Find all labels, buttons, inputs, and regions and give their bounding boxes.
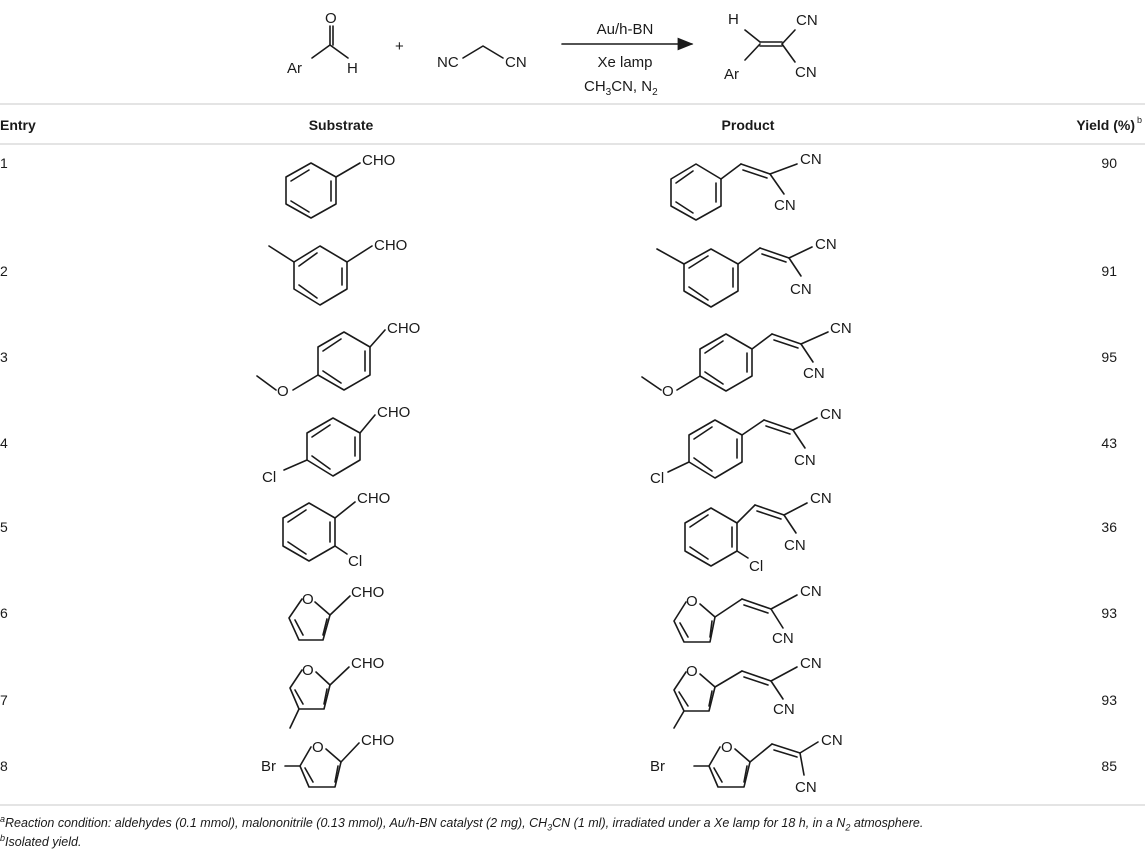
product-structure: O CN CN — [641, 320, 852, 400]
cl-label: Cl — [262, 469, 276, 486]
cl-label: Cl — [348, 553, 362, 570]
cn-label: CN — [820, 406, 842, 423]
cho-label: CHO — [351, 584, 384, 601]
cn-label: CN — [784, 537, 806, 554]
cn-label: CN — [830, 320, 852, 337]
entry-number: 5 — [0, 519, 8, 535]
header-product: Product — [722, 117, 775, 133]
o-label: O — [277, 383, 289, 400]
solvent-label: CH3CN, N2 — [584, 78, 658, 98]
br-label: Br — [261, 758, 276, 775]
cn-label: CN — [794, 452, 816, 469]
header-substrate: Substrate — [309, 117, 374, 133]
aldehyde-h-label: H — [347, 60, 358, 77]
cho-label: CHO — [362, 152, 395, 169]
cn-label: CN — [795, 779, 817, 796]
yield-value: 95 — [1101, 349, 1117, 365]
substrate-structure: O CHO — [288, 584, 384, 641]
entry-number: 6 — [0, 605, 8, 621]
cn-label: CN — [790, 281, 812, 298]
yield-value: 85 — [1101, 758, 1117, 774]
entry-number: 8 — [0, 758, 8, 774]
cn-label: CN — [774, 197, 796, 214]
header-yield: Yield (%) — [1076, 117, 1135, 133]
o-label: O — [686, 663, 698, 680]
o-label: O — [686, 593, 698, 610]
product-structures: CN CN CN CN — [641, 151, 852, 796]
product-cn1-label: CN — [796, 12, 818, 29]
entry-number: 7 — [0, 692, 8, 708]
yield-value: 91 — [1101, 263, 1117, 279]
product-structure: CN CN — [670, 151, 822, 221]
catalyst-label: Au/h-BN — [597, 21, 654, 38]
cn-label: CN — [800, 583, 822, 600]
entry-number: 2 — [0, 263, 8, 279]
cho-label: CHO — [361, 732, 394, 749]
yield-value: 93 — [1101, 692, 1117, 708]
product-structure: Cl CN CN — [650, 406, 842, 487]
product-h-label: H — [728, 11, 739, 28]
header-entry: Entry — [0, 117, 36, 133]
malono-nc-label: NC — [437, 54, 459, 71]
entry-number: 1 — [0, 155, 8, 171]
generic-product: H CN CN Ar — [724, 11, 818, 83]
product-structure: Br O CN CN — [650, 732, 843, 796]
lamp-label: Xe lamp — [597, 54, 652, 71]
cho-label: CHO — [387, 320, 420, 337]
br-label: Br — [650, 758, 665, 775]
substrate-structure: Cl CHO — [262, 404, 410, 486]
cn-label: CN — [803, 365, 825, 382]
product-ar-label: Ar — [724, 66, 739, 83]
cho-label: CHO — [374, 237, 407, 254]
cho-label: CHO — [357, 490, 390, 507]
entry-number: 4 — [0, 435, 8, 451]
entry-column: 1 2 3 4 5 6 7 8 — [0, 155, 8, 774]
cho-label: CHO — [351, 655, 384, 672]
product-structure: Cl CN CN — [684, 490, 832, 575]
cn-label: CN — [772, 630, 794, 647]
yield-column: 90 91 95 43 36 93 93 85 — [1101, 155, 1117, 774]
aldehyde-o-label: O — [325, 10, 337, 27]
footnote-b: bIsolated yield. — [0, 833, 82, 850]
entry-number: 3 — [0, 349, 8, 365]
substrate-structure: O CHO — [256, 320, 420, 400]
cho-label: CHO — [377, 404, 410, 421]
aldehyde-reactant: O Ar H — [287, 10, 358, 77]
aldehyde-ar-label: Ar — [287, 60, 302, 77]
o-label: O — [721, 739, 733, 756]
cl-label: Cl — [650, 470, 664, 487]
substrate-structures: CHO CHO O CHO — [256, 152, 420, 788]
o-label: O — [662, 383, 674, 400]
yield-value: 93 — [1101, 605, 1117, 621]
cn-label: CN — [773, 701, 795, 718]
o-label: O — [312, 739, 324, 756]
product-structure: O CN CN — [673, 583, 822, 647]
o-label: O — [302, 591, 314, 608]
yield-value: 36 — [1101, 519, 1117, 535]
footnote-a: aReaction condition: aldehydes (0.1 mmol… — [0, 814, 924, 833]
product-cn2-label: CN — [795, 64, 817, 81]
substrate-structure: O CHO — [289, 655, 384, 729]
o-label: O — [302, 662, 314, 679]
substrate-structure: Br O CHO — [261, 732, 394, 788]
cn-label: CN — [815, 236, 837, 253]
substrate-structure: CHO — [285, 152, 395, 219]
malono-cn-label: CN — [505, 54, 527, 71]
cn-label: CN — [800, 655, 822, 672]
substrate-structure: Cl CHO — [282, 490, 390, 570]
header-yield-sup: b — [1137, 115, 1142, 125]
cl-label: Cl — [749, 558, 763, 575]
product-structure: CN CN — [656, 236, 837, 308]
substrate-structure: CHO — [268, 237, 407, 306]
malononitrile-reactant: NC CN — [437, 45, 527, 71]
product-structure: O CN CN — [673, 655, 822, 729]
cn-label: CN — [810, 490, 832, 507]
cn-label: CN — [800, 151, 822, 168]
reaction-scheme: O Ar H + NC CN Au/h-BN Xe lamp CH3CN, N2… — [287, 10, 818, 98]
plus-sign: + — [395, 38, 404, 55]
yield-value: 43 — [1101, 435, 1117, 451]
cn-label: CN — [821, 732, 843, 749]
yield-value: 90 — [1101, 155, 1117, 171]
